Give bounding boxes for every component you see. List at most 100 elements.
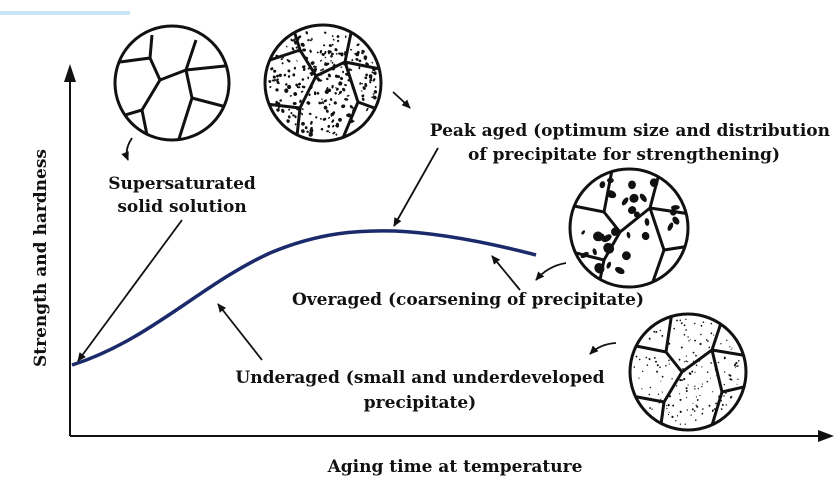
precipitate-particle — [364, 76, 368, 80]
precipitate-particle — [355, 52, 360, 57]
precipitate-particle — [344, 84, 347, 87]
precipitate-particle — [679, 398, 682, 401]
label-underaged-line1: Underaged (small and underdeveloped — [235, 368, 604, 388]
precipitate-particle — [626, 231, 631, 239]
arrow-peak-aged — [393, 147, 439, 227]
precipitate-particle — [330, 113, 333, 117]
precipitate-particle — [648, 358, 651, 361]
precipitate-particle — [361, 49, 365, 53]
precipitate-particle — [736, 365, 738, 368]
precipitate-particle — [329, 98, 333, 101]
precipitate-particle — [667, 404, 670, 407]
precipitate-particle — [694, 385, 696, 387]
precipitate-particle — [659, 329, 661, 332]
precipitate-particle — [660, 398, 662, 400]
precipitate-particle — [339, 76, 344, 81]
precipitate-particle — [299, 99, 302, 104]
precipitate-particle — [302, 67, 306, 71]
precipitate-particle — [708, 346, 710, 349]
precipitate-particle — [684, 423, 686, 425]
precipitate-particle — [672, 404, 675, 407]
precipitate-particle — [706, 371, 709, 374]
precipitate-particle — [326, 77, 329, 81]
precipitate-particle — [316, 51, 319, 54]
precipitate-particle — [324, 56, 327, 59]
label-peak-aged-line2: of precipitate for strengthening) — [468, 145, 780, 165]
precipitate-particle — [648, 393, 651, 396]
precipitate-particle — [310, 61, 315, 65]
precipitate-particle — [693, 410, 696, 412]
precipitate-particle — [285, 45, 288, 48]
precipitate-particle — [285, 83, 288, 86]
label-peak-aged-line1: Peak aged (optimum size and distribution — [430, 121, 830, 141]
precipitate-particle — [310, 120, 313, 125]
precipitate-particle — [366, 107, 369, 112]
precipitate-particle — [372, 93, 375, 95]
precipitate-particle — [327, 73, 331, 78]
precipitate-particle — [350, 69, 353, 71]
precipitate-particle — [301, 43, 305, 47]
precipitate-particle — [295, 83, 298, 87]
precipitate-particle — [328, 103, 331, 106]
precipitate-particle — [678, 358, 681, 361]
precipitate-particle — [707, 340, 709, 343]
precipitate-particle — [332, 124, 335, 128]
precipitate-particle — [327, 51, 330, 55]
label-overaged: Overaged (coarsening of precipitate) — [292, 290, 644, 310]
arrow-to-overaged-circle — [535, 262, 567, 281]
precipitate-particle — [336, 35, 340, 38]
precipitate-particle — [659, 366, 661, 369]
precipitate-particle — [293, 92, 298, 96]
precipitate-particle — [301, 108, 304, 110]
axes — [64, 64, 834, 442]
precipitate-particle — [667, 222, 674, 231]
precipitate-particle — [371, 71, 374, 74]
precipitate-particle — [651, 408, 653, 410]
precipitate-particle — [694, 388, 696, 390]
precipitate-particle — [737, 360, 740, 362]
precipitate-particle — [726, 339, 728, 342]
precipitate-particle — [308, 112, 312, 116]
precipitate-particle — [290, 38, 294, 42]
precipitate-particle — [327, 88, 332, 93]
arrow-overaged — [491, 255, 521, 291]
precipitate-particle — [371, 61, 374, 64]
precipitate-particle — [350, 105, 353, 109]
precipitate-particle — [730, 349, 732, 350]
precipitate-particle — [666, 407, 668, 410]
precipitate-particle — [307, 76, 310, 80]
precipitate-particle — [293, 66, 297, 70]
precipitate-particle — [281, 108, 285, 113]
precipitate-particle — [349, 48, 353, 51]
precipitate-particle — [710, 362, 712, 364]
precipitate-particle — [302, 48, 307, 52]
precipitate-particle — [322, 44, 326, 47]
precipitate-particle — [296, 60, 298, 62]
precipitate-particle — [321, 53, 325, 56]
precipitate-particle — [686, 361, 689, 363]
precipitate-particle — [633, 366, 636, 368]
precipitate-particle — [655, 360, 657, 363]
precipitate-particle — [335, 133, 338, 136]
precipitate-particle — [309, 39, 312, 42]
precipitate-particle — [305, 31, 309, 35]
precipitate-particle — [668, 412, 670, 414]
precipitate-particle — [327, 125, 331, 128]
precipitate-particle — [361, 82, 363, 85]
precipitate-particle — [324, 62, 327, 66]
precipitate-particle — [294, 123, 297, 126]
precipitate-particle — [593, 231, 603, 242]
precipitate-particle — [292, 73, 296, 77]
precipitate-particle — [635, 355, 638, 358]
precipitate-particle — [689, 339, 691, 341]
precipitate-particle — [723, 395, 725, 397]
precipitate-particle — [720, 342, 722, 345]
precipitate-particle — [335, 86, 337, 89]
precipitate-particle — [673, 327, 676, 330]
precipitate-particle — [274, 79, 277, 81]
precipitate-particle — [724, 356, 726, 358]
precipitate-particle — [359, 82, 362, 85]
precipitate-particle — [700, 324, 703, 327]
precipitate-particle — [304, 126, 308, 130]
precipitate-particle — [368, 81, 372, 84]
